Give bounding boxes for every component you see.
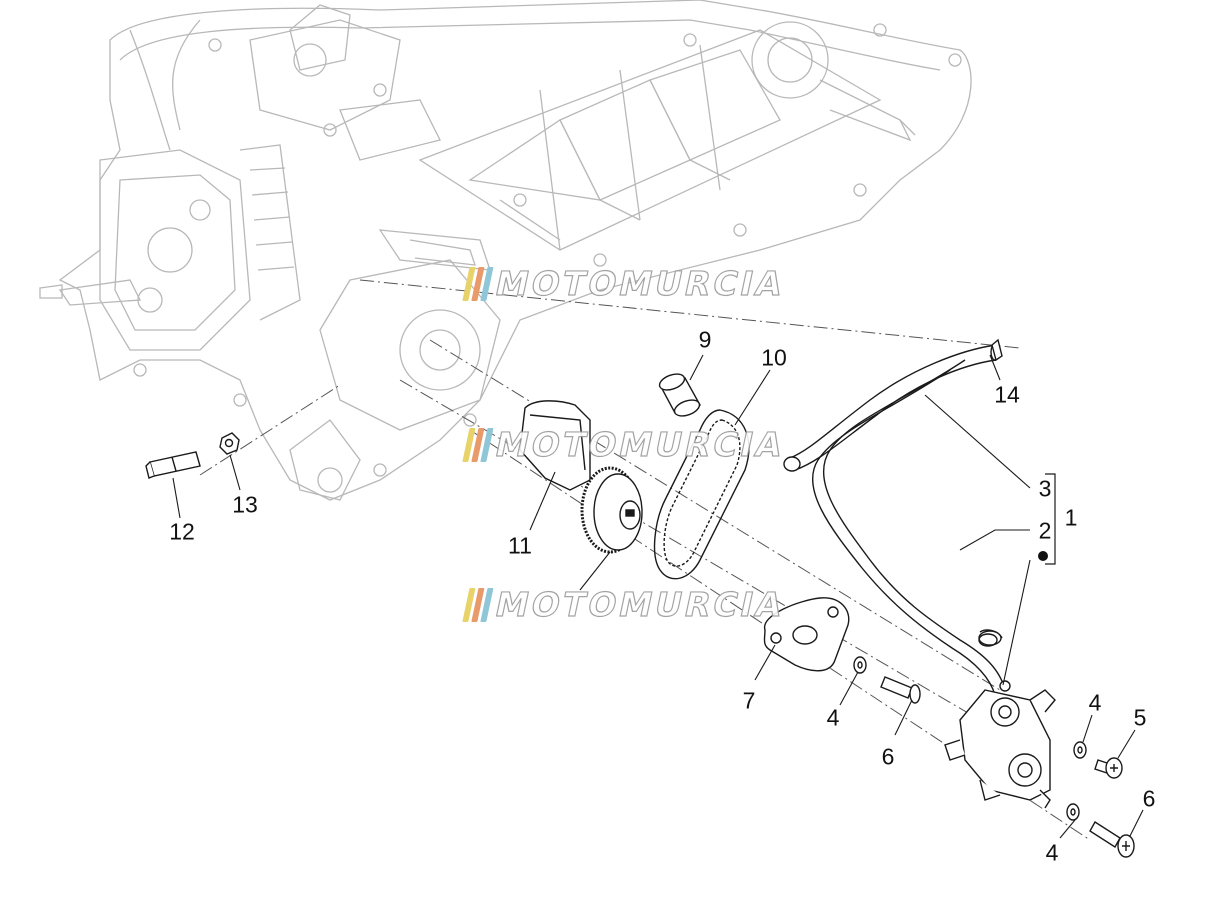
watermark-text: MOTOMURCIA — [491, 584, 789, 624]
part-13-nut — [219, 432, 240, 455]
callout-7: 7 — [742, 687, 756, 714]
callout-9: 9 — [698, 326, 712, 353]
callout-5: 5 — [1133, 704, 1147, 731]
hose-clamp — [978, 633, 998, 647]
part-4-washer-b — [1073, 741, 1087, 759]
part-1-oil-pump — [944, 680, 1056, 809]
part-11-gear — [519, 400, 643, 554]
callout-4: 4 — [826, 704, 840, 731]
part-12-stud — [145, 451, 201, 479]
watermark-text: MOTOMURCIA — [491, 424, 789, 464]
watermark-top: MOTOMURCIA — [462, 263, 789, 304]
callout-4: 4 — [1045, 839, 1059, 866]
watermark-middle: MOTOMURCIA — [462, 424, 789, 465]
watermark-text: MOTOMURCIA — [491, 263, 789, 303]
engine-crankcase-ghost — [39, 0, 972, 501]
part-7-gasket — [763, 597, 850, 672]
callout-6: 6 — [1142, 785, 1156, 812]
callout-1: 1 — [1064, 504, 1078, 531]
callout-3: 3 — [1038, 475, 1052, 502]
callout-14: 14 — [994, 381, 1020, 408]
part-9-bushing — [658, 373, 702, 417]
part-6-screw-a — [880, 676, 921, 704]
part-4-washer-a — [853, 656, 867, 674]
part-5-screw — [1094, 757, 1123, 779]
part-6-screw-b — [1089, 821, 1135, 858]
part-3-hose — [783, 343, 1000, 472]
callout-6: 6 — [881, 743, 895, 770]
watermark-bottom: MOTOMURCIA — [462, 584, 789, 625]
callout-4: 4 — [1088, 689, 1102, 716]
callout-12: 12 — [169, 518, 195, 545]
part-4-washer-c — [1066, 803, 1080, 821]
callout-11: 11 — [508, 532, 532, 559]
part-14-clip — [991, 338, 1003, 362]
callout-2: 2 — [1038, 517, 1052, 544]
bullet-dot — [1038, 551, 1048, 561]
part-10-belt — [653, 409, 750, 580]
leader-lines — [172, 354, 1144, 839]
callout-13: 13 — [232, 491, 258, 518]
callout-10: 10 — [761, 344, 787, 371]
group-bracket — [1045, 473, 1056, 565]
part-2-hose — [812, 359, 1006, 696]
